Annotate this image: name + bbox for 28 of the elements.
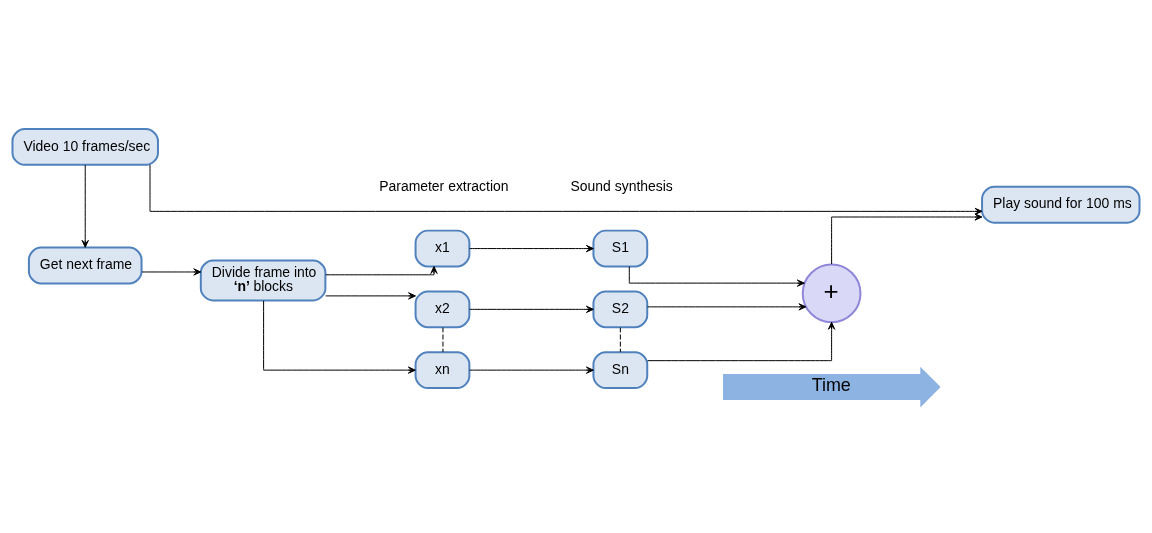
arrow <box>628 265 805 287</box>
node-box: Video 10 frames/sec <box>11 127 159 166</box>
arrow <box>647 302 807 310</box>
node-box: x1 <box>414 229 471 267</box>
node-box: Divide frame into ‘n’ blocks <box>199 259 327 301</box>
label: Sound synthesis <box>570 177 673 194</box>
node-box: Sn <box>592 350 649 389</box>
arrow <box>325 265 438 275</box>
arrow <box>469 244 594 252</box>
node-box: x2 <box>414 289 471 328</box>
arrow <box>469 305 594 313</box>
arrow <box>469 366 594 374</box>
arrow <box>831 212 983 265</box>
arrow <box>325 291 416 300</box>
node-box: Get next frame <box>27 246 143 284</box>
node-box: S1 <box>592 229 649 267</box>
node-box: xn <box>414 350 471 389</box>
connector <box>619 326 621 352</box>
arrow <box>81 163 89 248</box>
arrow <box>141 267 202 276</box>
label: Time <box>811 374 851 395</box>
node-circle: + <box>801 263 862 323</box>
node-box: S2 <box>592 289 649 328</box>
node-box: Play sound for 100 ms <box>981 185 1141 224</box>
arrow <box>647 321 836 361</box>
label: Parameter extraction <box>379 177 509 194</box>
arrow <box>149 163 983 215</box>
arrow <box>263 299 416 374</box>
